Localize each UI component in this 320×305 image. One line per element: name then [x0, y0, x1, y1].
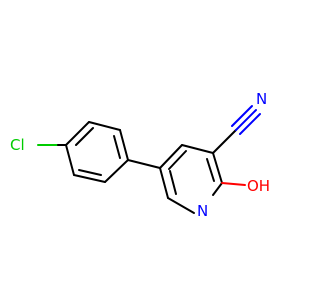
pyridine-bond-3 — [212, 152, 223, 184]
nitrile-triple-3 — [239, 113, 261, 135]
pyridine-bond-2 — [181, 144, 214, 154]
phenyl-bond-3-inner — [113, 135, 121, 159]
phenyl-bond-1-inner — [75, 127, 94, 146]
chlorine-label: Cl — [10, 136, 25, 154]
nitrile-triple-2 — [231, 105, 253, 127]
atom-labels: Cl N N OH — [10, 90, 270, 220]
c-o-bond — [221, 182, 246, 186]
pyridine-bond-3-inner — [206, 158, 215, 182]
structure-canvas: Cl N N OH — [0, 0, 300, 300]
nitrile-nitrogen-label: N — [256, 90, 267, 108]
ring-nitrogen-label: N — [197, 202, 208, 220]
phenyl-bond-3 — [119, 129, 129, 161]
phenyl-bond-4 — [104, 159, 129, 183]
phenyl-bond-5 — [73, 174, 106, 183]
nitrile-triple-1 — [235, 109, 257, 131]
biaryl-bond — [127, 159, 161, 169]
phenyl-bond-2 — [88, 121, 121, 131]
pyridine-bond-6 — [159, 167, 169, 199]
pyridine-bond-4 — [212, 182, 223, 196]
pyridine-bond-1-inner — [168, 150, 187, 170]
phenyl-bond-1 — [65, 121, 90, 146]
pyridine-bond-1 — [159, 144, 183, 169]
pyridine-bond-6-inner — [169, 170, 177, 195]
bonds — [37, 105, 261, 214]
nitrile-bond-c — [212, 129, 237, 154]
hydroxyl-label: OH — [247, 177, 270, 195]
molecule-structure: Cl N N OH — [0, 0, 300, 300]
background — [0, 0, 300, 300]
pyridine-bond-5 — [167, 197, 195, 214]
phenyl-bond-6 — [65, 144, 75, 176]
phenyl-bond-5-inner — [78, 169, 102, 176]
